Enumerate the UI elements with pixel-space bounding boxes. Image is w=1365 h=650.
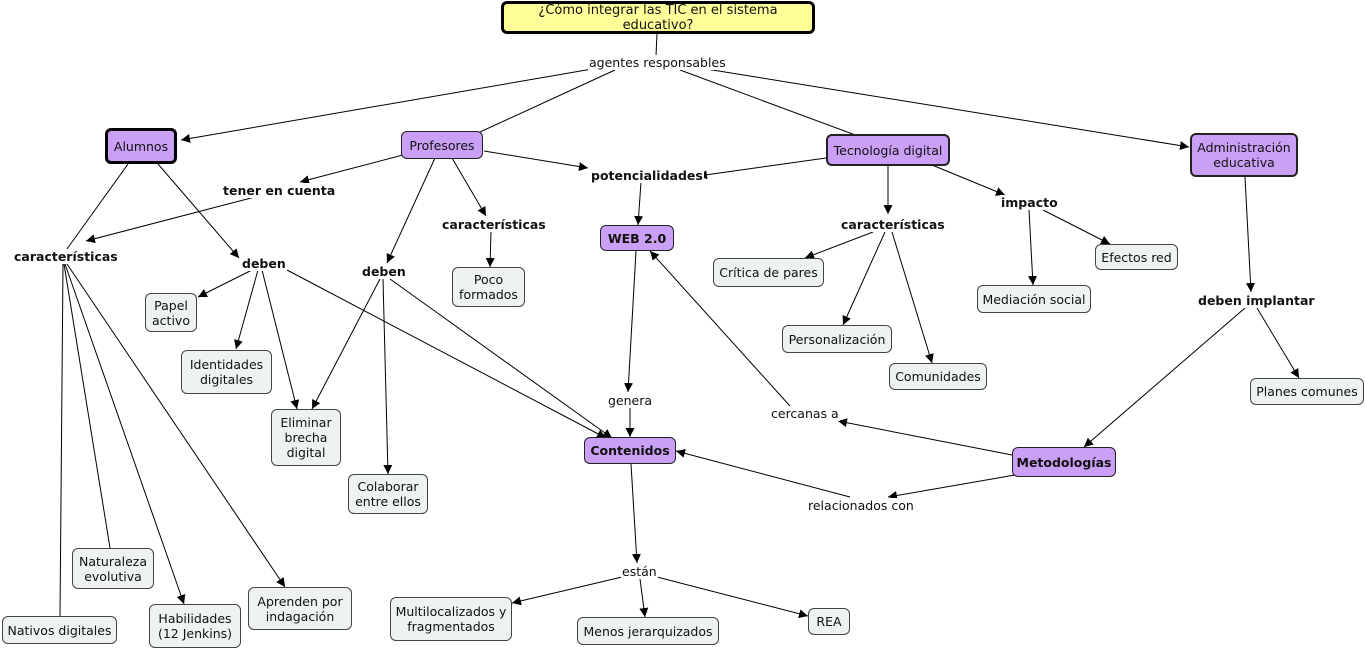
edge-agentes-administracion (699, 67, 1190, 151)
edge-tecnologia-impacto (931, 164, 1006, 196)
edge-agentes-profesores (479, 69, 616, 133)
edge-impacto-mediacion (1028, 209, 1038, 286)
label-caracteristicas-alumnos: características (13, 249, 119, 264)
edge-car-personalizacion (842, 231, 886, 326)
edge-profesores-potencialidades (483, 150, 589, 171)
edge-deben2-colaborar (382, 278, 393, 475)
edge-profesores-deben (386, 157, 436, 264)
edge-cercanas-web (649, 250, 791, 407)
node-administracion-educativa[interactable]: Administración educativa (1190, 133, 1298, 177)
edge-relacionados-contenidos (675, 448, 851, 498)
edge-potencialidades-web (634, 181, 644, 226)
label-deben-profesores: deben (361, 264, 407, 279)
edge-deben-eliminar (261, 269, 300, 410)
label-caracteristicas-profesores: características (441, 217, 547, 232)
edge-implantar-planes (1256, 307, 1300, 379)
node-efectos-red[interactable]: Efectos red (1095, 244, 1178, 270)
edge-alumnos-caracteristicas (66, 163, 129, 250)
node-web-2-0[interactable]: WEB 2.0 (600, 225, 674, 251)
edge-deben2-eliminar (311, 278, 381, 410)
label-tener-en-cuenta: tener en cuenta (222, 183, 337, 198)
edge-tecnologia-potencialidades (697, 157, 827, 180)
label-genera: genera (607, 393, 654, 408)
edge-estan-multilocalizados (511, 576, 623, 606)
node-eliminar-brecha-digital[interactable]: Eliminar brecha digital (271, 409, 341, 466)
node-planes-comunes[interactable]: Planes comunes (1250, 378, 1364, 405)
node-nativos-digitales[interactable]: Nativos digitales (2, 616, 117, 644)
edge-agentes-tecnologia (679, 69, 859, 137)
label-deben-implantar: deben implantar (1197, 293, 1316, 308)
node-rea[interactable]: REA (808, 608, 850, 635)
node-personalizacion[interactable]: Personalización (782, 325, 892, 353)
node-naturaleza-evolutiva[interactable]: Naturaleza evolutiva (72, 548, 154, 589)
node-papel-activo[interactable]: Papel activo (145, 293, 197, 332)
edge-web-genera (624, 250, 637, 393)
edge-implantar-metodologias (1083, 307, 1246, 448)
edge-contenidos-estan (630, 463, 641, 564)
edge-profesores-caracteristicas (451, 157, 487, 217)
edge-metodologias-relacionados (887, 474, 1016, 500)
label-caracteristicas-tecnologia: características (840, 217, 946, 232)
edge-estan-rea (656, 576, 809, 619)
node-poco-formados[interactable]: Poco formados (452, 267, 525, 307)
label-estan: están (621, 564, 658, 579)
edge-admin-deben-implantar (1244, 176, 1256, 293)
edge-impacto-efectos (1042, 209, 1111, 245)
edge-alumnos-deben (157, 163, 240, 259)
edge-agentes-alumnos (180, 67, 599, 143)
node-metodologias[interactable]: Metodologías (1012, 447, 1116, 477)
edge-metodologias-cercanas (837, 418, 1013, 456)
node-habilidades-jenkins[interactable]: Habilidades (12 Jenkins) (149, 604, 241, 648)
edge-car-naturaleza (63, 263, 111, 549)
edge-car-habilidades (64, 263, 186, 605)
node-colaborar-entre-ellos[interactable]: Colaborar entre ellos (348, 474, 428, 514)
node-identidades-digitales[interactable]: Identidades digitales (181, 350, 272, 394)
edge-title-agentes (655, 32, 658, 57)
node-comunidades[interactable]: Comunidades (889, 363, 987, 390)
edge-deben-contenidos (286, 269, 607, 439)
node-multilocalizados-fragmentados[interactable]: Multilocalizados y fragmentados (390, 597, 512, 641)
label-potencialidades: potencialidades (590, 168, 704, 183)
label-deben-alumnos: deben (241, 256, 287, 271)
node-alumnos[interactable]: Alumnos (105, 128, 177, 164)
edge-car-critica (804, 231, 874, 259)
node-aprenden-por-indagacion[interactable]: Aprenden por indagación (248, 587, 352, 630)
label-impacto: impacto (1000, 195, 1059, 210)
node-menos-jerarquizados[interactable]: Menos jerarquizados (577, 617, 719, 645)
edge-caracteristicas-poco (485, 231, 495, 268)
label-cercanas-a: cercanas a (770, 406, 840, 421)
edge-car-comunidades (891, 231, 934, 364)
label-relacionados-con: relacionados con (807, 498, 915, 513)
edge-car-aprenden (66, 263, 286, 588)
node-critica-de-pares[interactable]: Crítica de pares (713, 258, 824, 287)
edge-tener-caracteristicas (85, 196, 256, 244)
edge-car-nativos (59, 263, 64, 617)
edge-deben2-contenidos (389, 278, 613, 439)
label-agentes-responsables: agentes responsables (588, 55, 727, 70)
title-node[interactable]: ¿Cómo integrar las TIC en el sistema edu… (501, 1, 815, 34)
node-profesores[interactable]: Profesores (401, 131, 483, 159)
edge-deben-papel (197, 269, 253, 298)
node-mediacion-social[interactable]: Mediación social (977, 285, 1091, 313)
edge-profesores-tener (299, 154, 404, 185)
node-contenidos[interactable]: Contenidos (584, 437, 676, 464)
edge-deben-identidades (234, 269, 259, 350)
node-tecnologia-digital[interactable]: Tecnología digital (826, 134, 950, 166)
edge-estan-menos (639, 578, 649, 618)
